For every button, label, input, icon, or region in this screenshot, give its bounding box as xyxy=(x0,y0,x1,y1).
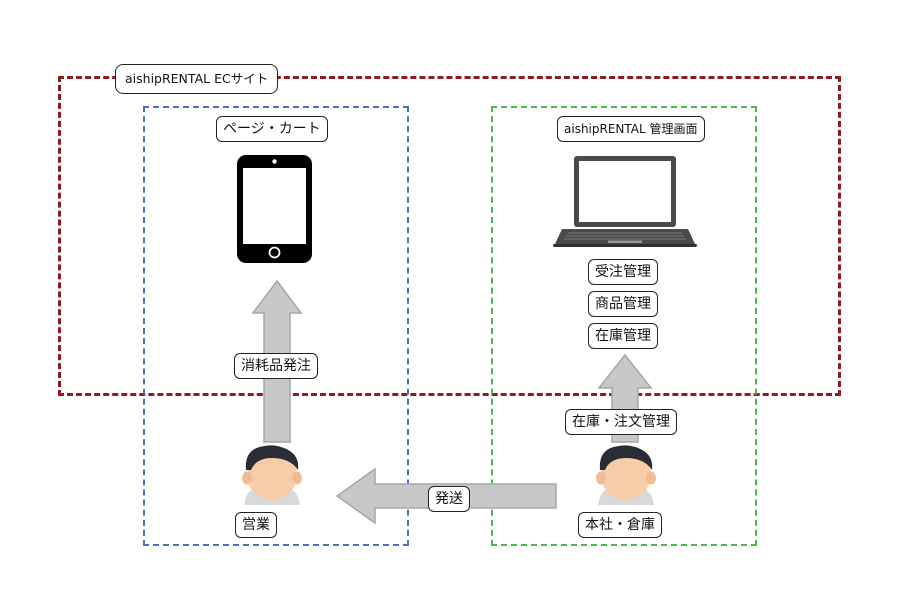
sales-person-icon xyxy=(242,445,302,505)
page-cart-title: ページ・カート xyxy=(216,116,328,142)
tablet-icon xyxy=(237,155,312,263)
admin-frame xyxy=(491,106,757,546)
laptop-icon xyxy=(553,156,697,247)
admin-title: aishipRENTAL 管理画面 xyxy=(557,116,705,142)
ec-site-frame xyxy=(58,76,841,396)
product-management-label: 商品管理 xyxy=(588,291,658,317)
ec-site-title: aishipRENTAL ECサイト xyxy=(115,64,279,94)
page-cart-frame xyxy=(143,106,409,546)
stock-management-label: 在庫管理 xyxy=(588,323,658,349)
order-management-label: 受注管理 xyxy=(588,259,658,285)
sales-label: 営業 xyxy=(235,512,277,538)
shipping-label: 発送 xyxy=(428,486,470,512)
headquarters-warehouse-label: 本社・倉庫 xyxy=(578,512,662,538)
consumables-order-label: 消耗品発注 xyxy=(234,353,318,379)
headquarters-person-icon xyxy=(596,445,656,505)
stock-order-management-label: 在庫・注文管理 xyxy=(565,409,677,435)
